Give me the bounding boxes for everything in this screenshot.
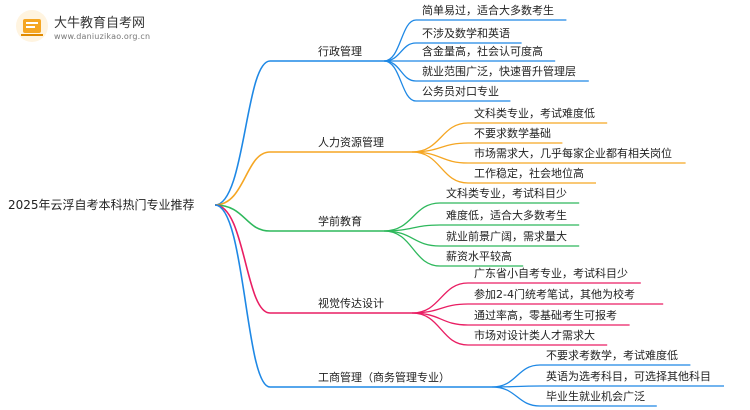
leaf-label: 含金量高，社会认可度高 — [422, 44, 543, 58]
leaf-label: 不要求考数学，考试难度低 — [546, 348, 678, 362]
leaf-label: 通过率高，零基础考生可报考 — [474, 308, 617, 322]
branch-link — [214, 204, 492, 388]
branch-link — [214, 204, 412, 314]
leaf-label: 难度低，适合大多数考生 — [446, 208, 567, 222]
leaf-link — [383, 60, 511, 102]
leaf-link — [383, 230, 524, 267]
leaf-link — [411, 312, 608, 346]
leaf-label: 广东省小自考专业，考试科目少 — [474, 266, 628, 280]
branch-label: 视觉传达设计 — [318, 296, 384, 310]
branch-label: 行政管理 — [318, 44, 362, 58]
branch-label: 人力资源管理 — [318, 135, 384, 149]
leaf-label: 简单易过，适合大多数考生 — [422, 3, 554, 17]
root-label: 2025年云浮自考本科热门专业推荐 — [8, 197, 195, 212]
leaf-label: 毕业生就业机会广泛 — [546, 389, 645, 403]
logo-title: 大牛教育自考网 — [54, 16, 146, 31]
leaf-label: 就业前景广阔，需求量大 — [446, 229, 567, 243]
leaf-link — [491, 385, 724, 388]
leaf-link — [411, 303, 664, 314]
leaf-link — [411, 312, 630, 326]
leaf-link — [383, 202, 580, 232]
leaf-link — [383, 230, 580, 247]
branch-link — [214, 60, 384, 206]
leaf-label: 参加2-4门统考笔试，其他为校考 — [474, 287, 635, 301]
logo-icon — [16, 10, 48, 42]
mindmap-nodes: 2025年云浮自考本科热门专业推荐 行政管理 简单易过，适合大多数考生不涉及数学和英… — [8, 3, 711, 403]
leaf-link — [411, 151, 596, 184]
leaf-label: 文科类专业，考试难度低 — [474, 106, 595, 120]
branch-link — [214, 151, 412, 206]
leaf-link — [411, 142, 563, 153]
leaf-link — [491, 364, 691, 388]
branch-label: 学前教育 — [318, 214, 362, 228]
logo: 大牛教育自考网 www.daniuzikao.org.cn — [14, 8, 184, 48]
branch-label: 工商管理（商务管理专业） — [318, 370, 450, 384]
leaf-link — [383, 19, 567, 62]
leaf-label: 市场需求大，几乎每家企业都有相关岗位 — [474, 146, 672, 160]
leaf-link — [383, 224, 580, 232]
leaf-label: 文科类专业，考试科目少 — [446, 186, 567, 200]
leaf-label: 不要求数学基础 — [474, 126, 551, 140]
leaf-label: 工作稳定，社会地位高 — [474, 166, 584, 180]
mindmap-links — [214, 19, 724, 407]
leaf-link — [411, 122, 608, 153]
branch-link — [214, 204, 384, 232]
leaf-label: 市场对设计类人才需求大 — [474, 328, 595, 342]
leaf-label: 公务员对口专业 — [422, 84, 499, 98]
leaf-link — [411, 151, 686, 164]
leaf-link — [491, 386, 657, 407]
leaf-label: 就业范围广泛，快速晋升管理层 — [422, 64, 576, 78]
logo-subtitle: www.daniuzikao.org.cn — [54, 32, 151, 41]
leaf-link — [411, 282, 641, 314]
leaf-label: 英语为选考科目，可选择其他科目 — [546, 369, 711, 383]
leaf-label: 薪资水平较高 — [446, 249, 512, 263]
leaf-label: 不涉及数学和英语 — [422, 26, 510, 40]
